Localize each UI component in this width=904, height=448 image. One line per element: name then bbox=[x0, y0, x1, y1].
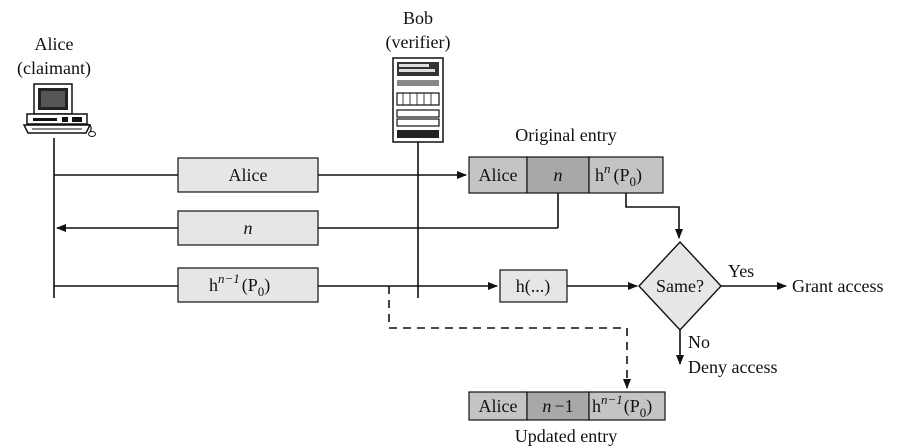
message-hash-box bbox=[177, 267, 319, 303]
original-entry-caption: Original entry bbox=[515, 125, 616, 145]
original-entry-counter: n bbox=[554, 165, 563, 185]
alice-role: (claimant) bbox=[17, 58, 91, 79]
message-n-box bbox=[177, 210, 319, 246]
bob-name: Bob bbox=[403, 8, 433, 28]
updated-entry-name: Alice bbox=[479, 396, 518, 416]
alice-name: Alice bbox=[35, 34, 74, 54]
hash-function-label: h(...) bbox=[516, 276, 551, 297]
message-alice-label: Alice bbox=[229, 165, 268, 185]
message-hash-label: hn−1(P0) bbox=[209, 271, 270, 299]
original-entry-record bbox=[468, 156, 664, 194]
updated-entry-caption: Updated entry bbox=[515, 426, 617, 446]
message-alice-box bbox=[177, 157, 319, 193]
hash-function-box bbox=[499, 269, 568, 303]
server-icon bbox=[392, 57, 444, 143]
updated-entry-hash: hn−1(P0) bbox=[592, 392, 652, 420]
updated-entry-record bbox=[468, 391, 666, 421]
updated-entry-counter: n−1 bbox=[542, 396, 573, 416]
message-n-label: n bbox=[244, 218, 253, 238]
yes-label: Yes bbox=[728, 261, 754, 281]
no-label: No bbox=[688, 332, 710, 352]
original-entry-name: Alice bbox=[479, 165, 518, 185]
grant-access-label: Grant access bbox=[792, 276, 883, 296]
deny-access-label: Deny access bbox=[688, 357, 777, 377]
computer-icon bbox=[22, 83, 96, 137]
comparison-label: Same? bbox=[656, 276, 704, 296]
original-entry-hash: hn(P0) bbox=[595, 161, 642, 189]
bob-role: (verifier) bbox=[386, 32, 451, 53]
